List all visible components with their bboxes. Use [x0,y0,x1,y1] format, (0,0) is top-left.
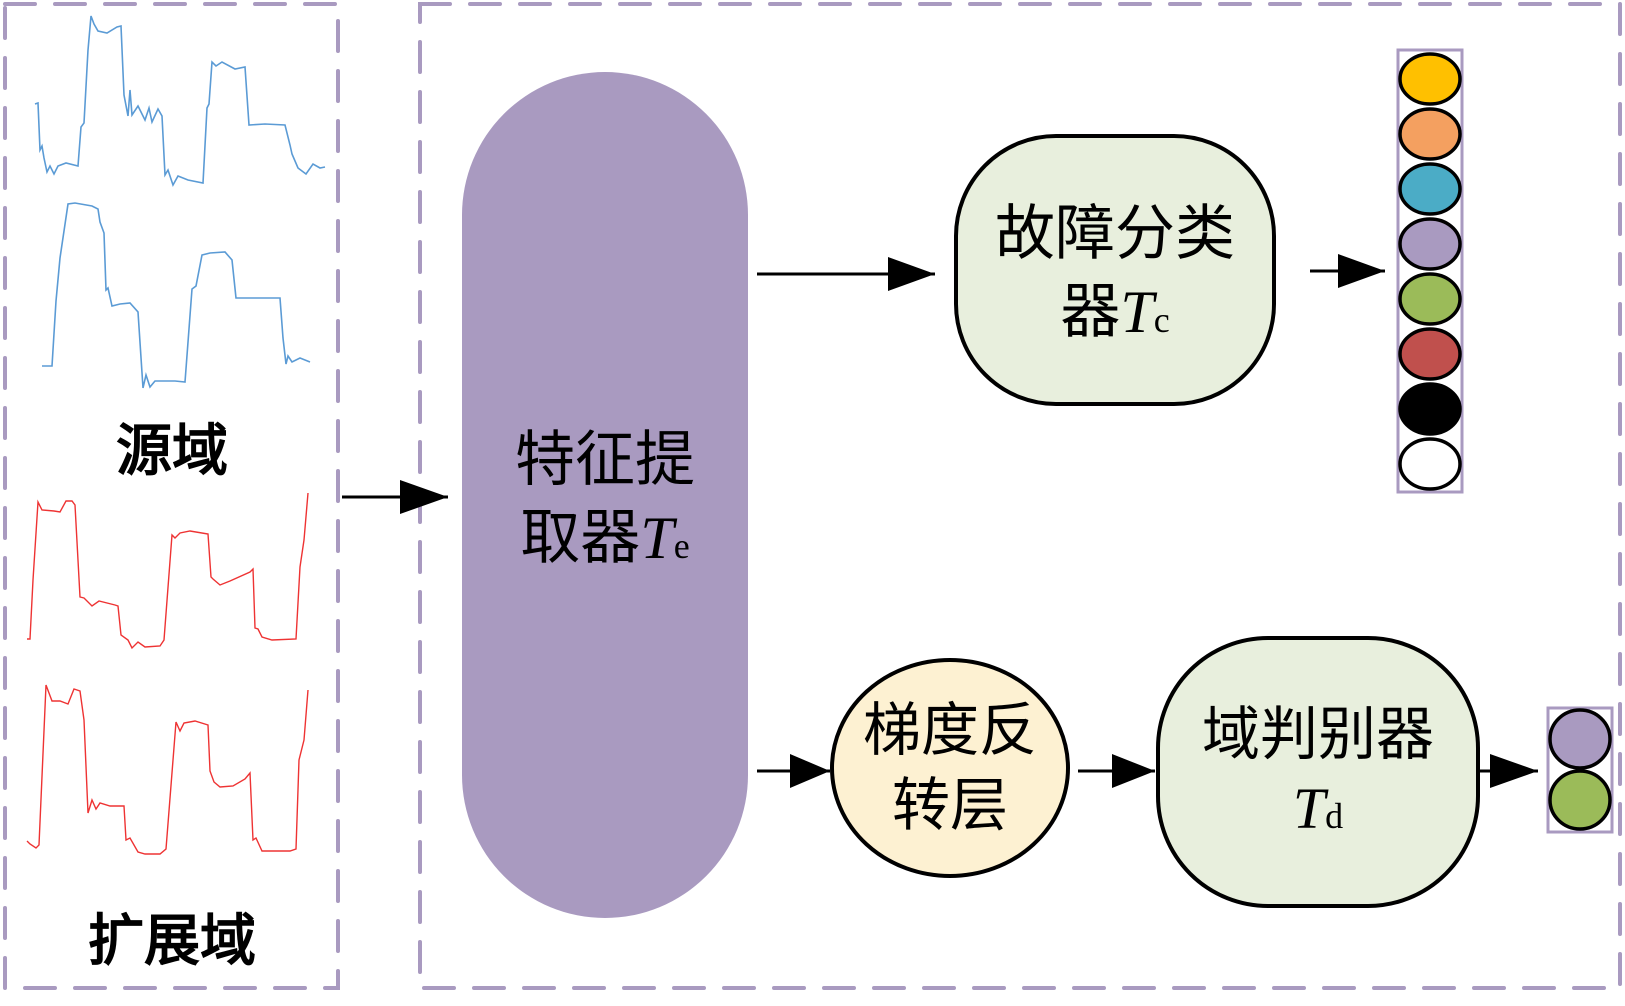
source-signal-1 [34,15,326,187]
arrowhead-class-outputs [1338,254,1385,288]
fault-classifier-block [954,134,1276,406]
output-circle-class-7 [1398,382,1462,436]
arrowhead-grl [790,754,830,788]
feature-extractor-line2: 取器Te [520,503,689,573]
extended-domain-signals [26,492,309,855]
arrowhead-classifier [888,257,935,291]
extended-signal-2 [26,684,309,855]
output-circle-class-3 [1398,162,1462,216]
grl-line2: 转层 [892,771,1008,839]
feature-extractor-line1: 特征提 [515,425,695,495]
feature-extractor-line2-prefix: 取器 [520,503,640,573]
output-circle-class-4 [1398,217,1462,271]
source-domain-label: 源域 [116,418,228,484]
source-domain-signals [34,15,326,389]
extended-domain-label: 扩展域 [88,908,256,974]
class-output-circles [1398,52,1462,491]
output-circle-class-8 [1398,437,1462,491]
domain-discriminator-symbol: T [1293,776,1329,841]
domain-discriminator-block [1156,636,1480,908]
source-signal-2 [42,202,311,389]
extended-signal-1 [27,492,309,650]
domain-discriminator-line2: Td [1293,776,1343,841]
output-circle-domain-extended [1548,769,1612,831]
feature-extractor-subscript: e [674,526,690,566]
arrowhead-input [400,480,448,514]
output-circle-class-6 [1398,327,1462,381]
domain-discriminator-line1: 域判别器 [1202,700,1434,768]
output-circle-class-1 [1398,52,1462,106]
gradient-reversal-layer-block [830,658,1070,878]
fault-classifier-line1: 故障分类 [995,199,1235,269]
output-circle-domain-source [1548,708,1612,770]
feature-extractor-block [462,72,748,918]
arrowhead-domain-outputs [1490,754,1538,788]
output-circle-class-2 [1398,107,1462,161]
grl-line1: 梯度反 [863,696,1037,764]
fault-classifier-symbol: T [1120,279,1157,345]
output-circle-class-5 [1398,272,1462,326]
fault-classifier-line2-prefix: 器 [1060,277,1120,347]
domain-output-circles [1548,708,1612,831]
input-panel [3,2,340,990]
domain-discriminator-subscript: d [1325,796,1343,836]
arrowhead-discriminator [1112,754,1155,788]
fault-classifier-subscript: c [1154,300,1170,340]
fault-classifier-line2: 器Tc [1060,277,1169,347]
feature-extractor-symbol: T [640,505,677,571]
